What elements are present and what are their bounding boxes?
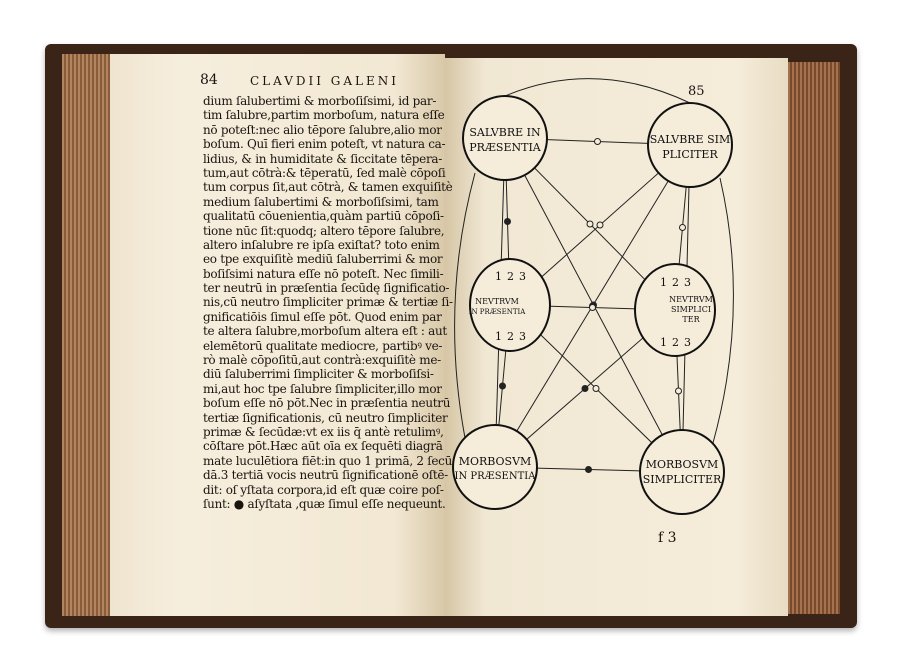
text-line: tum,aut cōtrà:& tēperatū, ſed malè cōpoſ… (203, 165, 446, 180)
right-page-edges (786, 62, 840, 614)
numeral: 3 (684, 276, 691, 289)
label: NEVTRVM (475, 297, 519, 306)
numeral: 1 (660, 276, 667, 289)
text-line: dium ſalubertimi & morboſiſsimi, id par- (203, 94, 437, 108)
text-line: dit: oſ yſtata corpora,id eſt quæ coire … (203, 482, 444, 497)
left-page (110, 54, 445, 616)
text-line: eo tpe exquiſitè mediū ſaluberrimi & mor (203, 252, 443, 267)
page-number: 85 (688, 84, 705, 99)
numeral: 1 (495, 270, 502, 283)
circle-morbosum-in-praesentia (452, 424, 538, 510)
numeral: 2 (672, 336, 679, 349)
numeral: 2 (507, 270, 514, 283)
circle-neutrum-in-praesentia (469, 258, 551, 352)
text-line: tum corpus ſit,aut cōtrà, & tamen exquiſ… (203, 180, 453, 195)
connector-dot (679, 224, 686, 231)
connector-dot (592, 385, 600, 392)
connector-dot (586, 220, 594, 228)
numeral: 3 (684, 336, 691, 349)
label: SALVBRE SIM (650, 133, 730, 146)
connector-dot (589, 304, 596, 311)
label: SIMPLICITER (643, 473, 722, 486)
connector-dot (596, 221, 604, 229)
circle-salubre-simpliciter (647, 102, 733, 188)
text-line: gnificatiōis ſimul eſſe pōt. Quod enim p… (203, 309, 442, 324)
text-line: tim ſalubre,partim morboſum, natura eſſe (203, 108, 445, 123)
label: NEVTRVM (669, 295, 713, 304)
circle-salubre-in-praesentia (462, 95, 548, 181)
numeral: 2 (672, 276, 679, 289)
label: SIMPLICI (671, 305, 711, 314)
text-line: dā.3 tertiā vocis neutrū ſignificationē … (203, 468, 448, 483)
text-line: mate luculētiora fiēt:in quo 1 primā, 2 … (203, 453, 453, 468)
text-line: elemētorū qualitate mediocre, partibꝰ ve… (203, 338, 443, 353)
label: MORBOSVM (459, 455, 532, 468)
text-line: boſum eſſe nō pōt.Nec in præſentia neutr… (203, 396, 451, 411)
connector-dot (675, 387, 682, 395)
text-line: ſunt: ● aſyſtata ,quæ ſimul eſſe nequeun… (203, 496, 446, 511)
label: SALVBRE IN (469, 126, 541, 139)
label: MORBOSVM (646, 458, 719, 471)
label: PLICITER (662, 148, 718, 161)
connector-dot (594, 138, 601, 145)
numeral: 3 (519, 270, 526, 283)
text-line: mi,aut hoc tpe ſalubre ſimpliciter,illo … (203, 381, 442, 396)
running-head: CLAVDII GALENI (250, 74, 400, 88)
text-line: nis,cū neutro ſimpliciter primæ & tertiæ… (203, 295, 453, 310)
text-line: cōſtare pōt.Hæc aūt oīa ex ſequēti diagr… (203, 439, 443, 454)
text-line: boſum. Quī fieri enim poteſt, vt natura … (203, 137, 446, 152)
text-line: ter neutrū in præſentia ſecūdę ſignifica… (203, 281, 450, 296)
text-line: altero inſalubre re ipſa exiſtat? toto e… (203, 237, 440, 252)
diagram: SALVBRE IN PRÆSENTIA SALVBRE SIM PLICITE… (452, 78, 734, 515)
connector-dot (581, 385, 589, 392)
text-line: boſiſsimi natura eſſe nō poteſt. Nec ſim… (203, 266, 444, 281)
numeral: 3 (519, 330, 526, 343)
text-line: tertiæ ſignificationis, cū neutro ſimpli… (203, 410, 448, 425)
numeral: 1 (660, 336, 667, 349)
text-line: nō poteſt:nec alio tēpore ſalubre,alio m… (203, 122, 442, 137)
connector-arc (454, 172, 476, 439)
text-line: lidius, & in humiditate & ſiccitate tēpe… (203, 151, 443, 166)
connector-dot (504, 218, 511, 225)
page-number: 84 (200, 72, 218, 88)
connector-dot (585, 466, 592, 473)
text-line: rò malè cōpoſitū,aut contrà:exquiſitè me… (203, 353, 441, 368)
left-page-edges (62, 54, 112, 616)
numeral: 1 (495, 330, 502, 343)
text-line: primæ & ſecūdæ:vt ex iis q̄ antè retulim… (203, 424, 444, 439)
label: IN PRÆSENTIA (469, 308, 527, 316)
label: IN PRÆSENTIA (455, 471, 537, 482)
signature-mark: f 3 (658, 530, 677, 546)
text-line: te altera ſalubre,morboſum altera eſt : … (203, 324, 447, 339)
text-line: tione nūc ſit:quodq; altero tēpore ſalub… (203, 223, 445, 238)
connector-arc (712, 177, 734, 444)
connector-arc (504, 78, 691, 104)
circle-neutrum-simpliciter (634, 263, 716, 357)
left-page-text: dium ſalubertimi & morboſiſsimi, id par-… (203, 94, 453, 511)
text-line: medium ſalubertimi & morboſiſsimi, tam (203, 194, 439, 209)
circle-morbosum-simpliciter (639, 429, 725, 515)
text-line: diū ſaluberrimi ſimpliciter & morboſiſsi… (203, 367, 434, 382)
label: TER (682, 315, 700, 324)
connector-dot (499, 382, 506, 390)
text-line: qualitatū cōuenientia,quàm partiū cōpoſi… (203, 209, 444, 224)
numeral: 2 (507, 330, 514, 343)
label: PRÆSENTIA (469, 141, 542, 154)
